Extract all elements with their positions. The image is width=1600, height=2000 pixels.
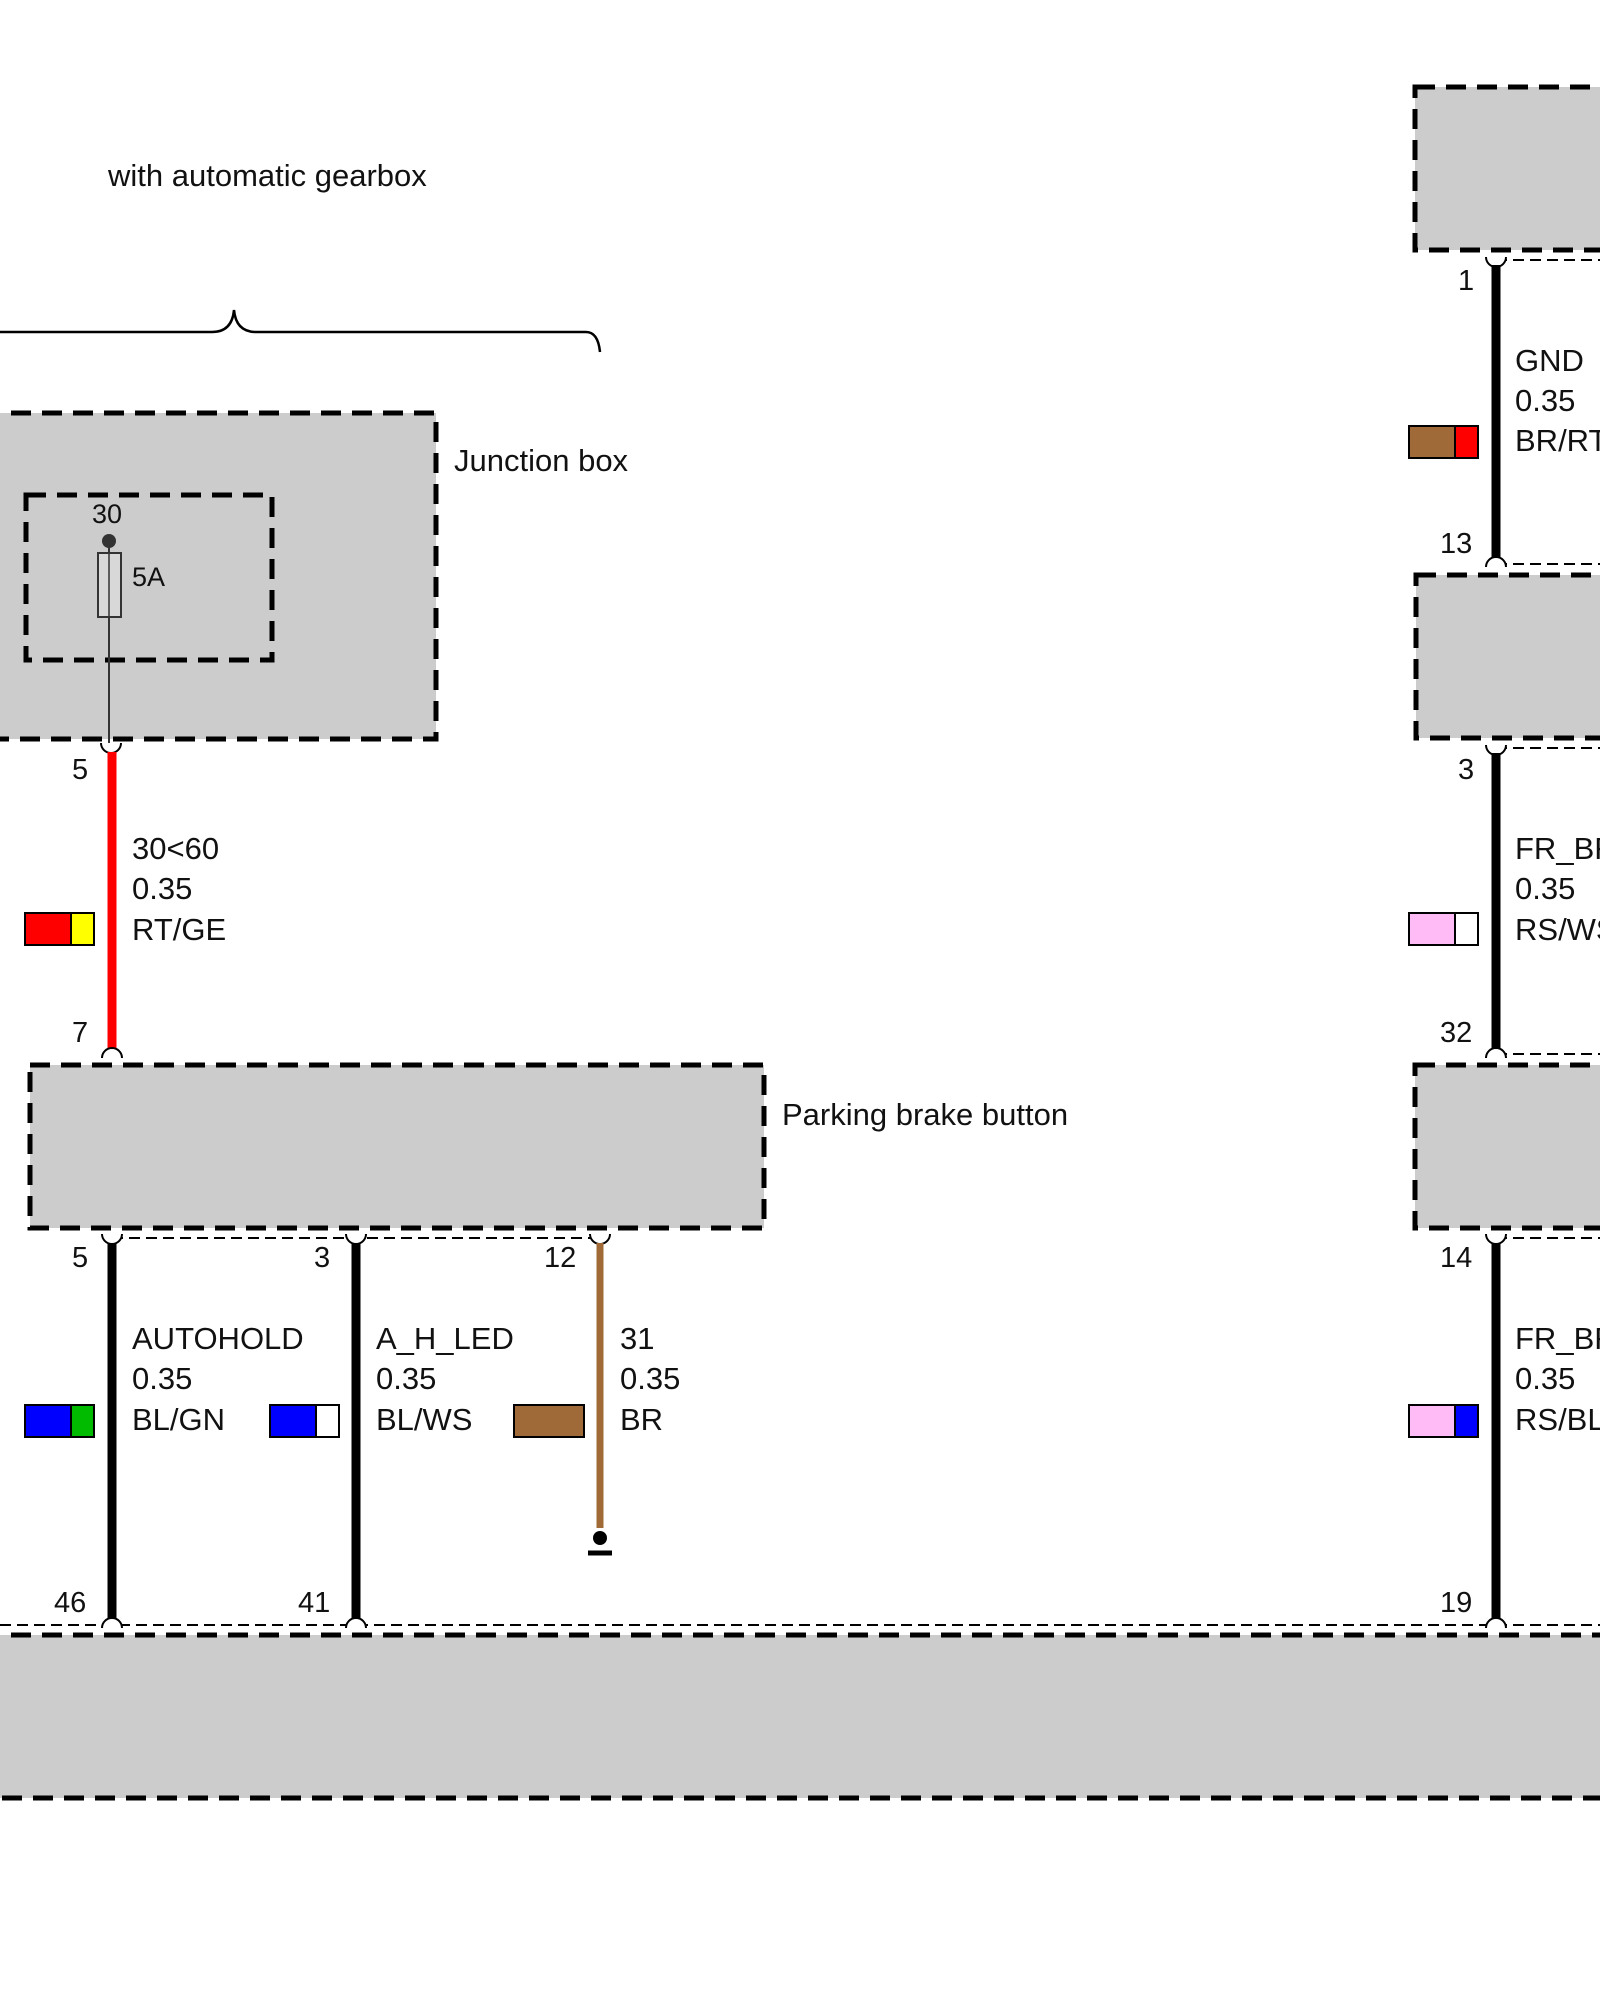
- right-top-module-pin-1: 1: [1458, 265, 1474, 297]
- right-top-module-box: [1412, 84, 1600, 253]
- parking-brake-button-label: Parking brake button: [782, 1097, 1068, 1132]
- right-mid-module-1-pin-13: 13: [1440, 528, 1472, 560]
- parking-brake-pin-5-connector: [101, 1233, 123, 1245]
- bottom-module-pin-19-connector: [1485, 1617, 1507, 1629]
- variant-brace: [0, 309, 602, 353]
- feed-wire-swatch: [24, 912, 95, 946]
- ground-point: [593, 1531, 607, 1545]
- autohold-wire-signal: AUTOHOLD: [132, 1321, 304, 1356]
- gnd-right-wire-swatch: [1408, 425, 1479, 459]
- bottom-module-box: [0, 1632, 1600, 1801]
- fr-br-1-wire-signal: FR_BR: [1515, 831, 1600, 866]
- parking-brake-button-box: [27, 1062, 767, 1231]
- gnd-right-wire-signal: GND: [1515, 343, 1584, 378]
- parking-brake-pin-3-connector: [345, 1233, 367, 1245]
- bottom-module-pin-46: 46: [54, 1587, 86, 1619]
- parking-brake-pin-3: 3: [314, 1242, 330, 1274]
- feed-wire-section: 0.35: [132, 871, 192, 906]
- fr-br-2-wire-section: 0.35: [1515, 1361, 1575, 1396]
- ground-wire-signal: 31: [620, 1321, 654, 1356]
- gnd-right-wire-color-code: BR/RT: [1515, 423, 1600, 458]
- fr-br-1-wire-swatch-stripe: [1454, 912, 1479, 946]
- feed-wire-signal: 30<60: [132, 831, 219, 866]
- ground-wire-color-code: BR: [620, 1402, 663, 1437]
- parking-brake-pin-7: 7: [72, 1017, 88, 1049]
- junction-box-pin-5: 5: [72, 754, 88, 786]
- autohold-wire-swatch: [24, 1404, 95, 1438]
- variant-note: with automatic gearbox: [107, 158, 427, 193]
- junction-box-label: Junction box: [454, 443, 629, 478]
- ground-wire-section: 0.35: [620, 1361, 680, 1396]
- a-h-led-wire-swatch: [269, 1404, 340, 1438]
- feed-wire-swatch-stripe: [70, 912, 95, 946]
- autohold-wire-swatch-main: [24, 1404, 72, 1438]
- parking-brake-pin-12-connector: [589, 1233, 611, 1245]
- right-mid-module-1-box: [1413, 572, 1600, 741]
- a-h-led-wire-signal: A_H_LED: [376, 1321, 514, 1356]
- right-mid-module-2-pin-14-connector: [1485, 1233, 1507, 1245]
- bottom-module-pin-46-connector: [101, 1617, 123, 1629]
- bottom-module-pin-41: 41: [298, 1587, 330, 1619]
- fr-br-1-wire-color-code: RS/WS: [1515, 912, 1600, 947]
- fr-br-1-wire-section: 0.35: [1515, 871, 1575, 906]
- bottom-module-pin-41-connector: [345, 1617, 367, 1629]
- autohold-wire-color-code: BL/GN: [132, 1402, 225, 1437]
- junction-box-pin-5-connector: [100, 742, 122, 754]
- right-mid-module-2-box: [1412, 1062, 1600, 1231]
- a-h-led-wire-swatch-stripe: [315, 1404, 340, 1438]
- a-h-led-wire-color-code: BL/WS: [376, 1402, 472, 1437]
- gnd-right-wire-swatch-stripe: [1454, 425, 1479, 459]
- feed-wire-color-code: RT/GE: [132, 912, 226, 947]
- parking-brake-pin-7-connector: [101, 1047, 123, 1059]
- right-mid-module-1-pin-13-connector: [1485, 556, 1507, 568]
- right-mid-module-2-pin-32-connector: [1485, 1047, 1507, 1059]
- gnd-right-wire-section: 0.35: [1515, 383, 1575, 418]
- right-mid-module-2-pin-14: 14: [1440, 1242, 1472, 1274]
- ground-wire-swatch: [513, 1404, 585, 1438]
- right-mid-module-1-pin-3: 3: [1458, 754, 1474, 786]
- parking-brake-pin-12: 12: [544, 1242, 576, 1274]
- gnd-right-wire-swatch-main: [1408, 425, 1456, 459]
- fr-br-1-wire-swatch-main: [1408, 912, 1456, 946]
- fr-br-2-wire-swatch-stripe: [1454, 1404, 1479, 1438]
- a-h-led-wire-section: 0.35: [376, 1361, 436, 1396]
- a-h-led-wire-swatch-main: [269, 1404, 317, 1438]
- fr-br-2-wire-swatch-main: [1408, 1404, 1456, 1438]
- parking-brake-pin-5: 5: [72, 1242, 88, 1274]
- right-mid-module-2-pin-32: 32: [1440, 1017, 1472, 1049]
- fr-br-2-wire-color-code: RS/BL: [1515, 1402, 1600, 1437]
- junction-box: [0, 410, 439, 742]
- bottom-module-pin-19: 19: [1440, 1587, 1472, 1619]
- feed-wire-swatch-main: [24, 912, 72, 946]
- fuse-holder: [23, 492, 275, 663]
- fuse-rating: 5A: [132, 562, 165, 592]
- fr-br-1-wire-swatch: [1408, 912, 1479, 946]
- fr-br-2-wire-signal: FR_BR: [1515, 1321, 1600, 1356]
- fuse-terminal-label: 30: [92, 499, 122, 529]
- autohold-wire-section: 0.35: [132, 1361, 192, 1396]
- autohold-wire-swatch-stripe: [70, 1404, 95, 1438]
- fr-br-2-wire-swatch: [1408, 1404, 1479, 1438]
